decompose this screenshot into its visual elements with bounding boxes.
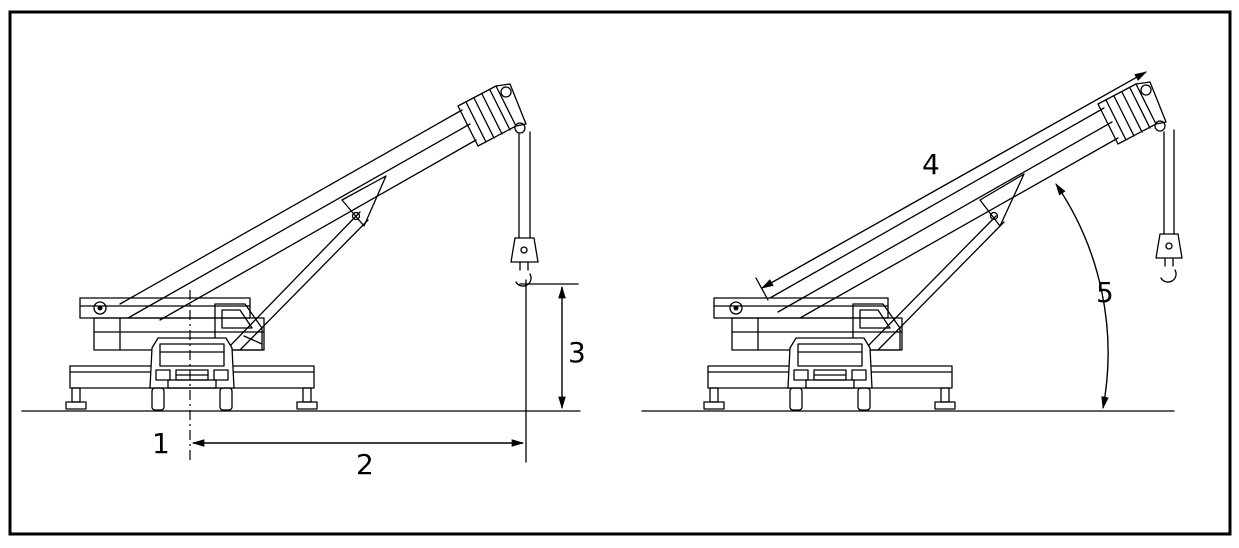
hook-block (510, 131, 539, 287)
truck-chassis-right (787, 337, 873, 411)
dimensions-right: 4 5 (755, 71, 1148, 410)
lift-cylinder-right (865, 173, 1025, 351)
counterweight-right (713, 297, 889, 319)
label-boom-angle: 5 (1096, 276, 1114, 309)
boom-length-dimension (760, 71, 1148, 289)
wheel-right (219, 387, 233, 411)
label-lift-height: 3 (568, 336, 586, 369)
counterweight (79, 297, 251, 319)
crane-right (641, 81, 1183, 412)
hook-block-right (1155, 129, 1183, 283)
outrigger-leg-right-right-crane (934, 387, 956, 410)
label-radius-origin: 1 (152, 427, 170, 460)
label-working-radius: 2 (356, 448, 374, 481)
boom-pivot-icon (93, 301, 107, 315)
main-boom (119, 83, 527, 321)
boom-head-sheave-icon-right (1140, 84, 1152, 96)
outrigger-leg-left (65, 387, 87, 410)
outrigger-leg-right (296, 387, 318, 410)
wheel-left (151, 387, 165, 411)
drawing-border (8, 10, 1232, 536)
crane-left (21, 83, 581, 412)
hook-icon-right (1160, 269, 1177, 283)
truck-chassis (149, 337, 235, 411)
outrigger-leg-left-right-crane (703, 387, 725, 410)
label-boom-length: 4 (922, 148, 940, 181)
hook-icon (515, 273, 532, 287)
boom-head-sheave-icon (500, 86, 512, 98)
lift-cylinder (227, 175, 387, 351)
boom-pivot-icon-right (729, 301, 743, 315)
wheel-left-right-crane (789, 387, 803, 411)
dimensions-left: 1 2 3 (152, 279, 586, 481)
wheel-right-right-crane (857, 387, 871, 411)
boom-angle-arc (1055, 182, 1109, 410)
